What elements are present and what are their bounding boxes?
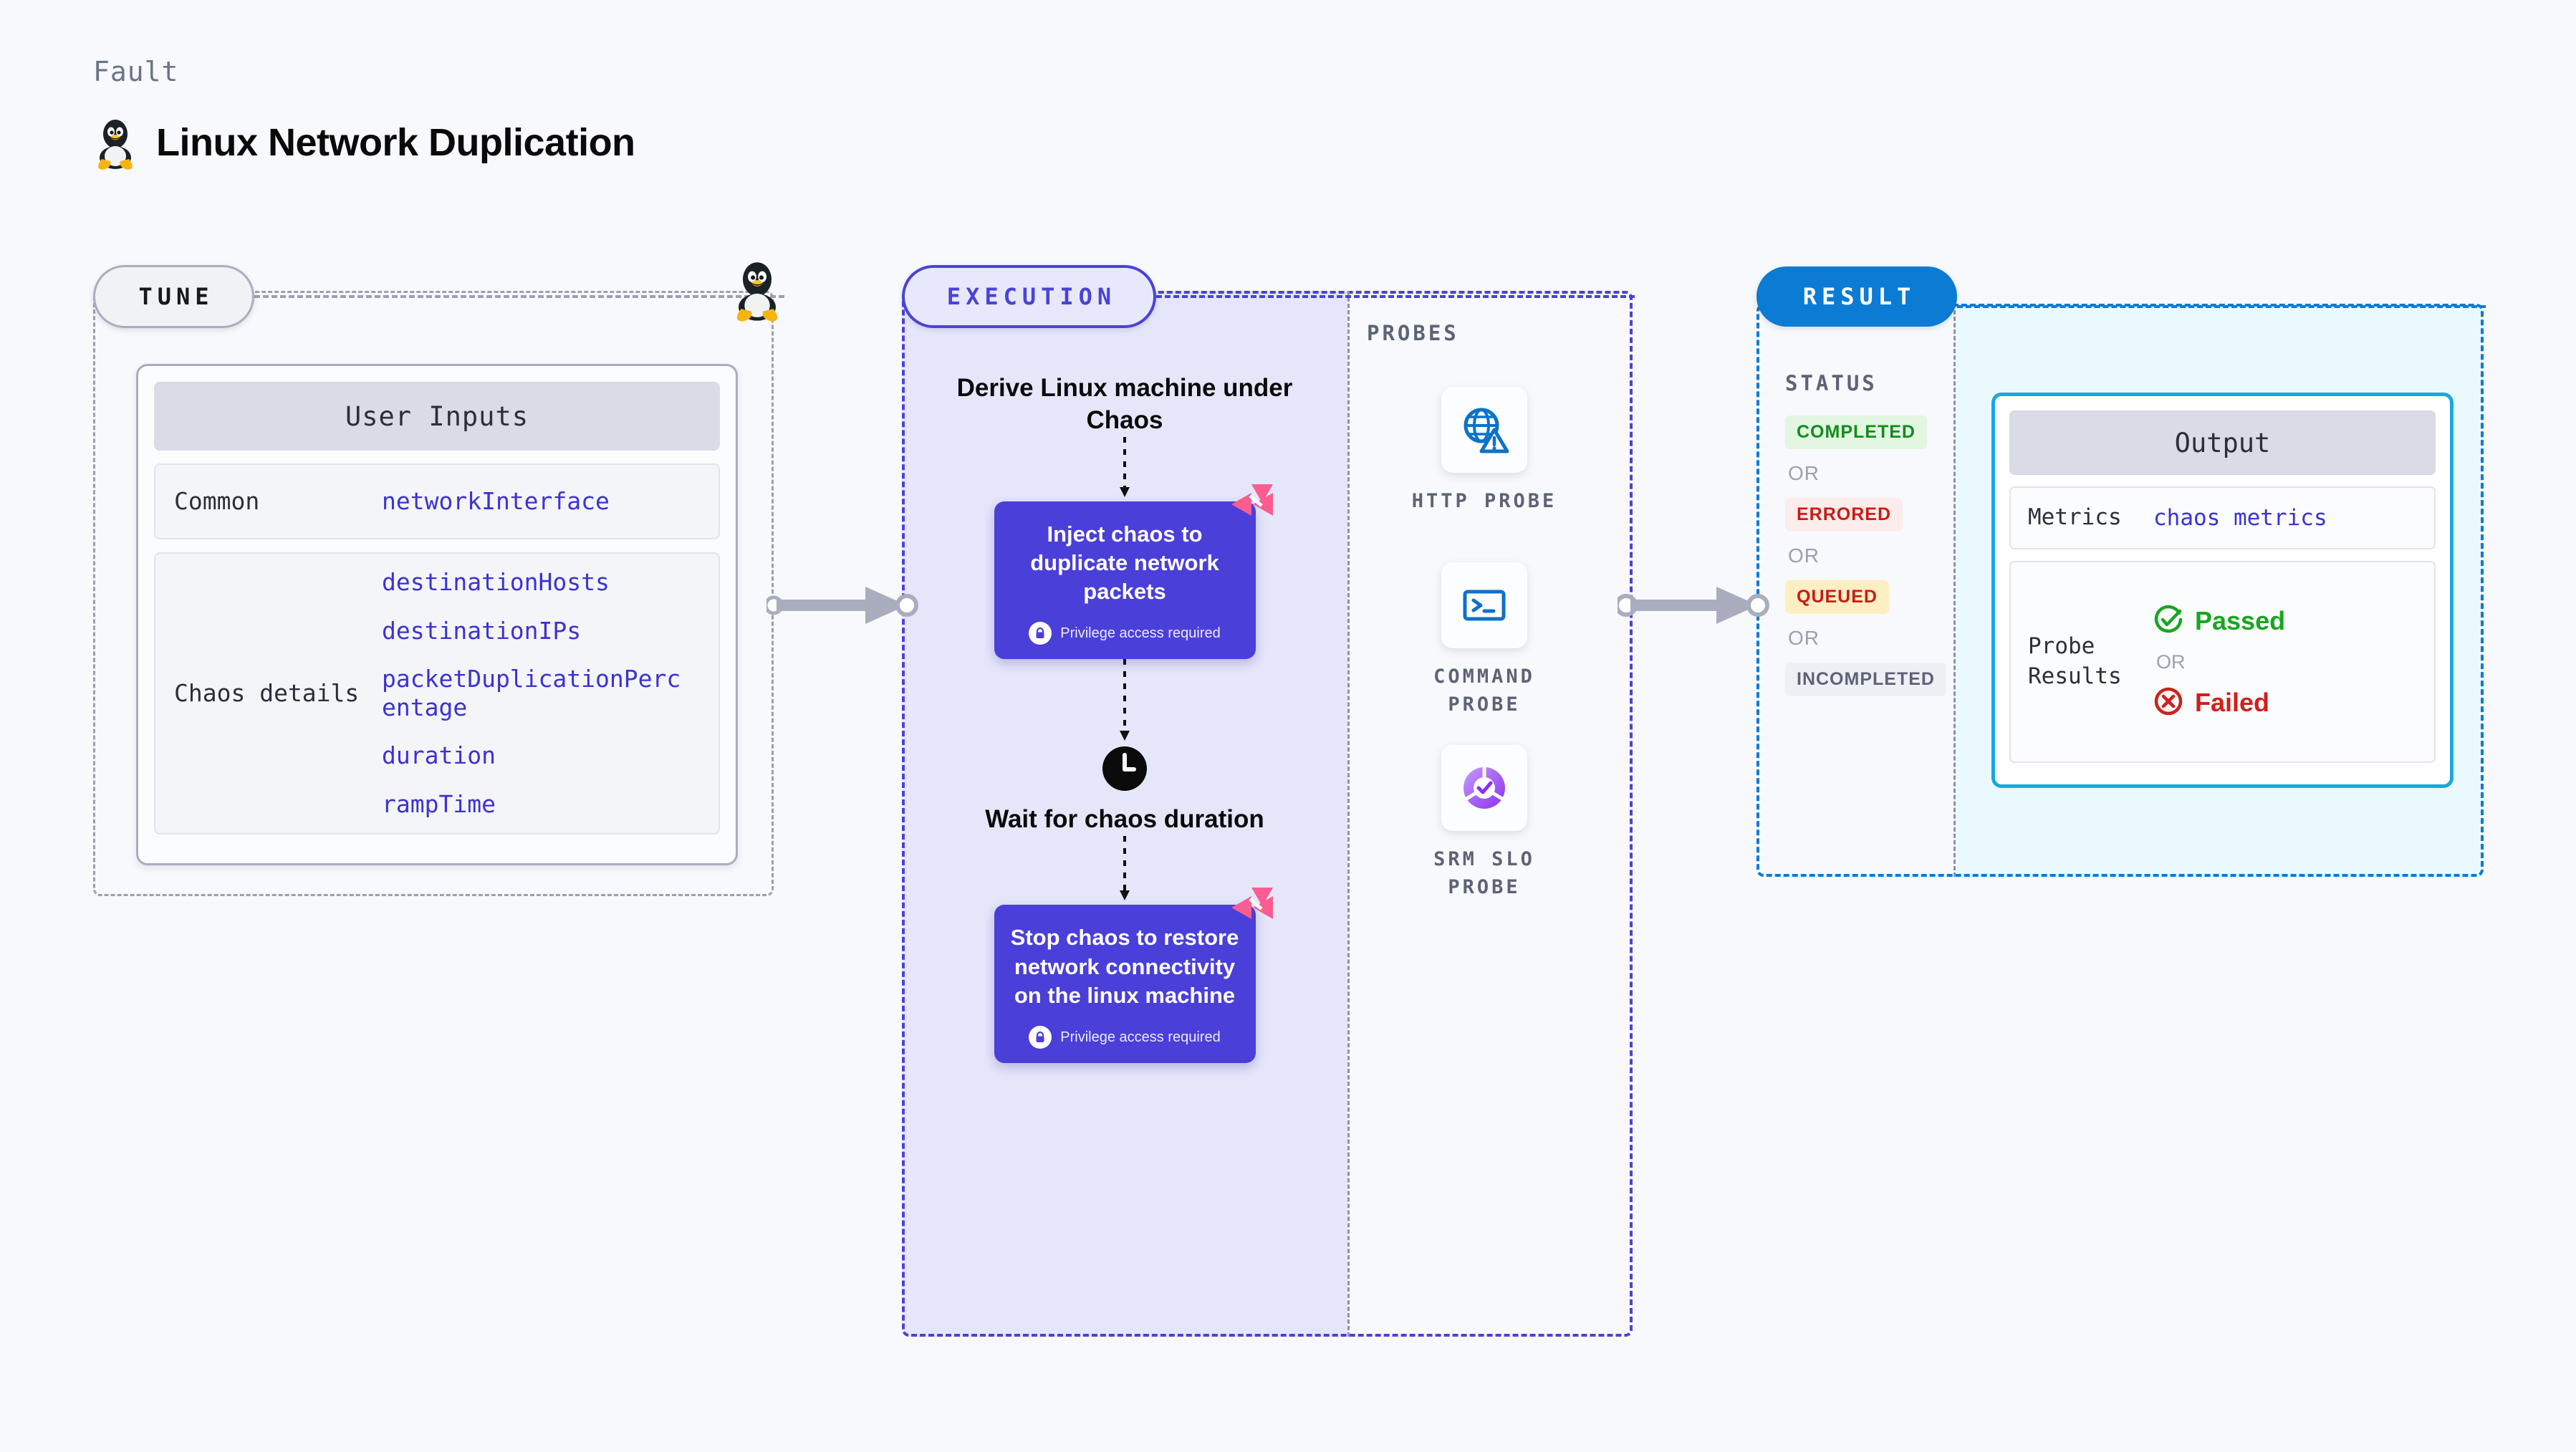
probe-tile — [1441, 745, 1527, 831]
tune-param[interactable]: destinationHosts — [382, 568, 610, 596]
execution-pill-connector — [1156, 295, 1635, 298]
probe-result-passed: Passed — [2153, 605, 2285, 638]
output-card: Output Metrics chaos metrics Probe Resul… — [1991, 393, 2454, 788]
tune-param[interactable]: rampTime — [382, 789, 496, 818]
status-badge-incompleted: INCOMPLETED — [1785, 663, 1946, 696]
probes-section-label: PROBES — [1367, 321, 1459, 345]
arrow-tune-to-execution — [764, 584, 921, 630]
linux-penguin-icon — [93, 115, 138, 170]
fault-kicker: Fault — [93, 56, 179, 87]
status-badge-errored: ERRORED — [1785, 498, 1903, 532]
output-metrics-label: Metrics — [2028, 504, 2122, 531]
status-section-label: STATUS — [1785, 371, 1878, 395]
tune-param[interactable]: networkInterface — [382, 487, 610, 516]
execution-flow: Derive Linux machine under Chaos Inject … — [917, 372, 1332, 1064]
probe-tile — [1441, 562, 1527, 648]
probe-label: SRM SLO PROBE — [1433, 848, 1535, 899]
probe-result-or: OR — [2156, 650, 2186, 673]
output-metrics-value[interactable]: chaos metrics — [2153, 505, 2327, 531]
user-inputs-title: User Inputs — [154, 382, 720, 451]
chaos-flag-icon — [1230, 886, 1274, 930]
execution-region — [902, 291, 1633, 1337]
clock-icon — [1102, 746, 1147, 792]
check-circle-icon — [2153, 605, 2183, 638]
tune-group-chaos-details: Chaos details destinationHosts destinati… — [154, 552, 720, 835]
page-title-text: Linux Network Duplication — [156, 121, 635, 164]
execution-step-stop-card[interactable]: Stop chaos to restore network connectivi… — [994, 888, 1273, 1064]
tune-param[interactable]: destinationIPs — [382, 616, 582, 645]
result-pill-connector — [1957, 305, 2486, 308]
page-title: Linux Network Duplication — [93, 115, 635, 170]
execution-step-label: Stop chaos to restore network connectivi… — [1010, 925, 1239, 1008]
status-badge-queued: QUEUED — [1785, 580, 1889, 614]
probe-srm-slo[interactable]: SRM SLO PROBE — [1391, 745, 1577, 901]
tune-param[interactable]: packetDuplicationPercentage — [382, 665, 681, 721]
output-probe-label: Probe Results — [2028, 633, 2122, 689]
tune-group-label: Chaos details — [174, 678, 360, 707]
tune-badge[interactable]: TUNE — [93, 265, 254, 328]
tune-group-common: Common networkInterface — [154, 463, 720, 539]
status-or: OR — [1788, 462, 1820, 484]
probe-result-values: Passed OR Failed — [2153, 605, 2285, 720]
tune-group-values: networkInterface — [382, 487, 610, 516]
execution-step-label: Inject chaos to duplicate network packet… — [1030, 521, 1219, 605]
flow-arrow-down — [1120, 836, 1130, 901]
probe-passed-text: Passed — [2195, 606, 2286, 635]
lock-icon — [1029, 622, 1052, 645]
result-divider — [1953, 304, 1956, 877]
probe-http[interactable]: HTTP PROBE — [1391, 387, 1577, 515]
slo-check-donut-icon — [1464, 767, 1505, 809]
tune-group-values: destinationHosts destinationIPs packetDu… — [382, 568, 690, 819]
status-or: OR — [1788, 627, 1820, 649]
output-title: Output — [2009, 410, 2436, 475]
status-list: COMPLETED OR ERRORED OR QUEUED OR INCOMP… — [1785, 415, 1946, 696]
status-badge-completed: COMPLETED — [1785, 415, 1927, 449]
probe-result-failed: Failed — [2153, 686, 2285, 720]
tune-param[interactable]: duration — [382, 741, 496, 770]
privilege-note-text: Privilege access required — [1060, 1029, 1221, 1045]
tune-pill-connector — [254, 295, 784, 298]
terminal-icon — [1463, 590, 1506, 621]
privilege-note: Privilege access required — [1009, 622, 1241, 645]
globe-warning-icon — [1464, 408, 1509, 453]
execution-step-inject-card[interactable]: Inject chaos to duplicate network packet… — [994, 484, 1273, 660]
tune-group-label: Common — [174, 486, 260, 515]
flow-arrow-down — [1120, 436, 1130, 497]
user-inputs-card: User Inputs Common networkInterface Chao… — [136, 364, 738, 865]
probe-label: HTTP PROBE — [1411, 490, 1557, 512]
probes-divider — [1347, 291, 1350, 1337]
result-badge[interactable]: RESULT — [1756, 266, 1957, 327]
probe-label: COMMAND PROBE — [1433, 665, 1535, 716]
lock-icon — [1029, 1026, 1052, 1049]
chaos-flag-icon — [1230, 483, 1274, 527]
x-circle-icon — [2153, 686, 2183, 720]
execution-step-derive: Derive Linux machine under Chaos — [956, 374, 1293, 434]
tune-linux-penguin-icon — [731, 256, 784, 326]
arrow-probes-to-result — [1615, 584, 1772, 630]
execution-step-wait: Wait for chaos duration — [985, 805, 1264, 834]
flow-arrow-down — [1120, 659, 1130, 741]
probe-tile — [1441, 387, 1527, 473]
probe-command[interactable]: COMMAND PROBE — [1391, 562, 1577, 718]
status-or: OR — [1788, 544, 1820, 567]
privilege-note: Privilege access required — [1009, 1026, 1241, 1049]
execution-badge[interactable]: EXECUTION — [902, 265, 1156, 328]
output-probe-results-row: Probe Results Passed OR — [2009, 561, 2436, 763]
probe-failed-text: Failed — [2195, 688, 2270, 717]
tune-region — [93, 291, 774, 896]
privilege-note-text: Privilege access required — [1060, 625, 1221, 641]
output-metrics-row: Metrics chaos metrics — [2009, 486, 2436, 549]
